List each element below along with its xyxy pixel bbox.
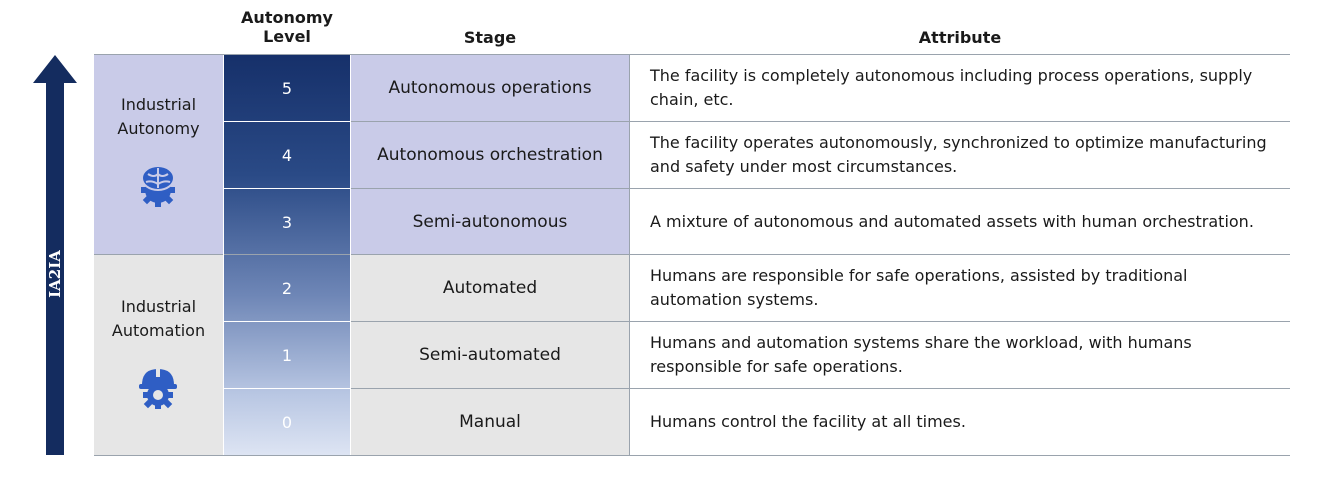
level-0: 0 (281, 412, 293, 432)
row-divider (351, 388, 1290, 389)
attribute-level-0: Humans control the facility at all times… (650, 412, 966, 431)
level-1: 1 (281, 345, 293, 365)
attribute-level-5: The facility is completely autonomous in… (650, 66, 1253, 109)
row-divider (224, 388, 350, 389)
column-divider (223, 55, 224, 455)
arrow-label: IA2IA (41, 250, 69, 298)
table-top-rule (94, 54, 1290, 55)
attribute-level-2: Humans are responsible for safe operatio… (650, 266, 1188, 309)
group-label-autonomy: Industrial Autonomy (117, 95, 200, 138)
table-bottom-rule (94, 455, 1290, 456)
group-industrial-autonomy: Industrial Autonomy (94, 55, 223, 254)
stage-automated: Automated (442, 278, 538, 298)
stage-semi-automated: Semi-automated (419, 345, 561, 365)
group-divider (94, 254, 1290, 255)
row-divider (351, 188, 1290, 189)
group-label-automation: Industrial Automation (111, 297, 206, 340)
automation-group-bg (94, 255, 223, 455)
hardhat-gear-icon (139, 367, 177, 409)
header-attribute: Attribute (918, 28, 1002, 47)
attribute-level-3: A mixture of autonomous and automated as… (650, 212, 1254, 231)
stage-autonomous-operations: Autonomous operations (388, 78, 592, 98)
stage-manual: Manual (459, 412, 521, 432)
level-4: 4 (281, 145, 293, 165)
header-stage: Stage (463, 28, 517, 47)
header-autonomy-level: Autonomy Level (241, 8, 333, 46)
group-industrial-automation: Industrial Automation (94, 255, 223, 455)
level-5: 5 (281, 78, 293, 98)
row-divider (224, 321, 350, 322)
attribute-level-1: Humans and automation systems share the … (650, 333, 1192, 376)
autonomy-group-bg (94, 55, 223, 254)
attribute-level-4: The facility operates autonomously, sync… (650, 133, 1267, 176)
column-divider (350, 55, 351, 455)
row-divider (224, 188, 350, 189)
automation-stage-bg (351, 255, 629, 455)
column-divider (629, 55, 630, 455)
level-3: 3 (281, 212, 293, 232)
row-divider (351, 121, 1290, 122)
row-divider (351, 321, 1290, 322)
autonomy-stage-bg (351, 55, 629, 254)
brain-gear-icon (141, 165, 175, 207)
arrow-label-text: IA2IA (46, 250, 64, 298)
progression-arrow (33, 55, 77, 455)
stage-autonomous-orchestration: Autonomous orchestration (377, 145, 603, 165)
stage-semi-autonomous: Semi-autonomous (412, 212, 568, 232)
level-2: 2 (281, 278, 293, 298)
